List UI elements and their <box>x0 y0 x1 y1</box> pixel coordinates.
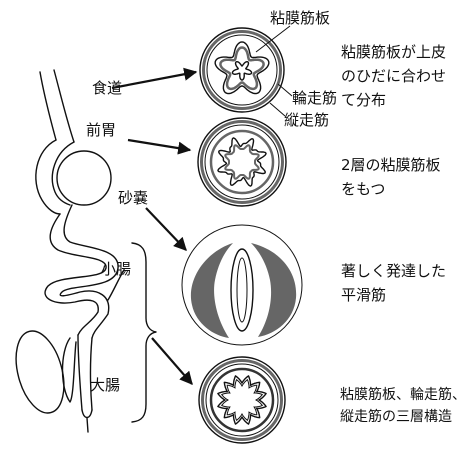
proventriculus-longitudinal-muscle <box>202 122 283 203</box>
intestine-longitudinal-muscle <box>203 361 282 440</box>
arrow-esophagus <box>112 72 196 88</box>
pointer-circular-muscle <box>278 84 292 96</box>
esophagus-longitudinal-muscle <box>204 32 281 109</box>
pointer-longitudinal-muscle <box>270 103 285 116</box>
label-small-intestine: 小腸 <box>101 260 131 278</box>
description-line: 著しく発達した <box>341 262 446 280</box>
description-intestine: 粘膜筋板、輪走筋、 縦走筋の三層構造 <box>340 386 466 425</box>
gizzard-lining <box>231 249 253 331</box>
cloaca-end <box>82 410 92 432</box>
esophagus-circular-muscle <box>207 35 277 105</box>
proventriculus-circular-muscle <box>205 125 279 199</box>
intestine-villi-inner <box>222 380 263 421</box>
label-large-intestine: 大腸 <box>90 376 120 394</box>
intestine-brace <box>132 243 156 422</box>
cecum-right <box>63 338 77 402</box>
description-line: のひだに合わせ <box>341 67 446 85</box>
cross-section-intestine <box>199 357 285 443</box>
arrow-gizzard <box>146 208 186 250</box>
description-esophagus: 粘膜筋板が上皮 のひだに合わせ て分布 <box>341 43 446 109</box>
description-proventriculus: 2層の粘膜筋板 をもつ <box>341 156 441 198</box>
label-proventriculus: 前胃 <box>86 121 116 139</box>
label-longitudinal-muscle: 縦走筋 <box>284 111 329 129</box>
description-line: 2層の粘膜筋板 <box>341 156 441 174</box>
gizzard-smooth-muscle-right <box>251 243 296 337</box>
large-intestine-left-wall <box>78 335 82 410</box>
esophagus-left-wall <box>40 72 56 140</box>
gizzard-lumen <box>237 258 247 322</box>
label-muscularis-mucosae: 粘膜筋板 <box>270 9 330 27</box>
esophagus-lumen <box>232 62 251 80</box>
description-line: て分布 <box>341 91 386 109</box>
large-intestine-right-wall <box>91 338 93 410</box>
description-line: 縦走筋の三層構造 <box>340 408 452 425</box>
arrow-intestine <box>152 338 192 384</box>
description-line: 粘膜筋板、輪走筋、 <box>340 386 466 403</box>
cross-section-proventriculus <box>198 118 286 206</box>
intestine-muscularis-mucosae <box>211 369 273 431</box>
small-intestine-outer-wall <box>45 214 106 335</box>
description-line: をもつ <box>341 180 385 198</box>
gizzard-shape <box>57 151 111 205</box>
cross-section-gizzard <box>182 225 302 345</box>
label-gizzard: 砂嚢 <box>118 189 148 207</box>
esophagus-muscularis-mucosae <box>220 48 263 89</box>
description-line: 粘膜筋板が上皮 <box>341 43 446 61</box>
description-gizzard: 著しく発達した 平滑筋 <box>341 262 446 304</box>
intestine-circular-muscle <box>206 364 278 436</box>
description-line: 平滑筋 <box>341 286 386 304</box>
arrow-proventriculus <box>128 140 190 150</box>
label-circular-muscle: 輪走筋 <box>292 89 337 107</box>
intestine-villi <box>218 376 266 424</box>
proventriculus-muscularis-mucosae-outer <box>211 131 273 193</box>
proventriculus-gland-layer <box>218 138 266 186</box>
esophagus-right-wall <box>54 70 74 142</box>
gizzard-smooth-muscle-left <box>191 243 233 338</box>
